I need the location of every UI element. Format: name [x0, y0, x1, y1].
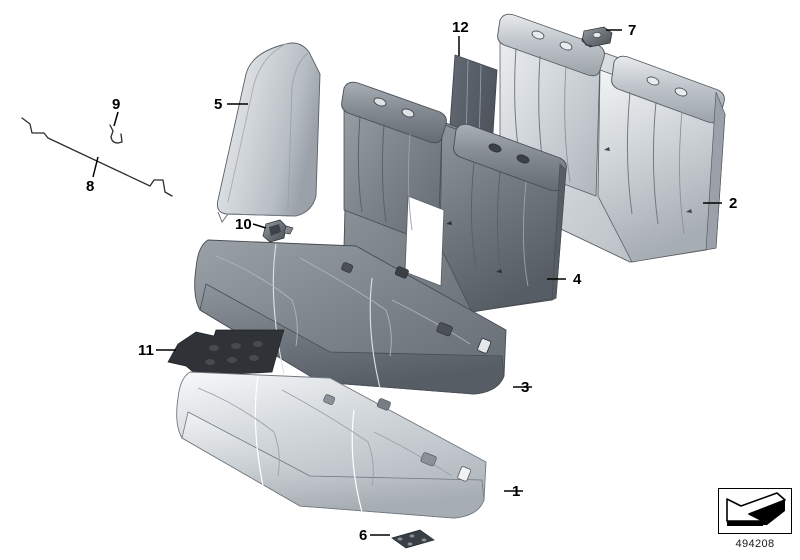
- part-1-lower-seat-cushion: [176, 371, 487, 519]
- part-10-latch-catch-bracket: [262, 219, 294, 243]
- part-8-bent-wire-rod: [21, 117, 173, 197]
- callout-1: 1: [512, 483, 521, 500]
- callout-4: 4: [573, 271, 582, 288]
- view-direction-indicator: [718, 488, 792, 534]
- callout-3: 3: [521, 379, 530, 396]
- part-9-u-shaped-clip: [109, 124, 123, 144]
- callout-10: 10: [235, 216, 252, 233]
- callout-9: 9: [112, 96, 121, 113]
- part-5-side-bolster-panel: [216, 42, 321, 223]
- direction-arrow-icon: [726, 492, 786, 526]
- part-7-retaining-clip: [581, 26, 613, 48]
- part-4-front-backrest-dark: [341, 81, 567, 313]
- part-6-mounting-plate: [391, 529, 435, 549]
- callout-11: 11: [138, 342, 154, 359]
- part-11-perforated-pad: [167, 329, 285, 377]
- callout-8: 8: [86, 178, 95, 195]
- diagram-id-label: 494208: [735, 538, 775, 550]
- part-3-upper-seat-cushion: [194, 239, 507, 395]
- callout-2: 2: [729, 195, 738, 212]
- callout-7: 7: [628, 22, 637, 39]
- callout-5: 5: [214, 96, 223, 113]
- callout-6: 6: [359, 527, 368, 544]
- callout-12: 12: [452, 19, 469, 36]
- leader-lines: [92, 29, 722, 536]
